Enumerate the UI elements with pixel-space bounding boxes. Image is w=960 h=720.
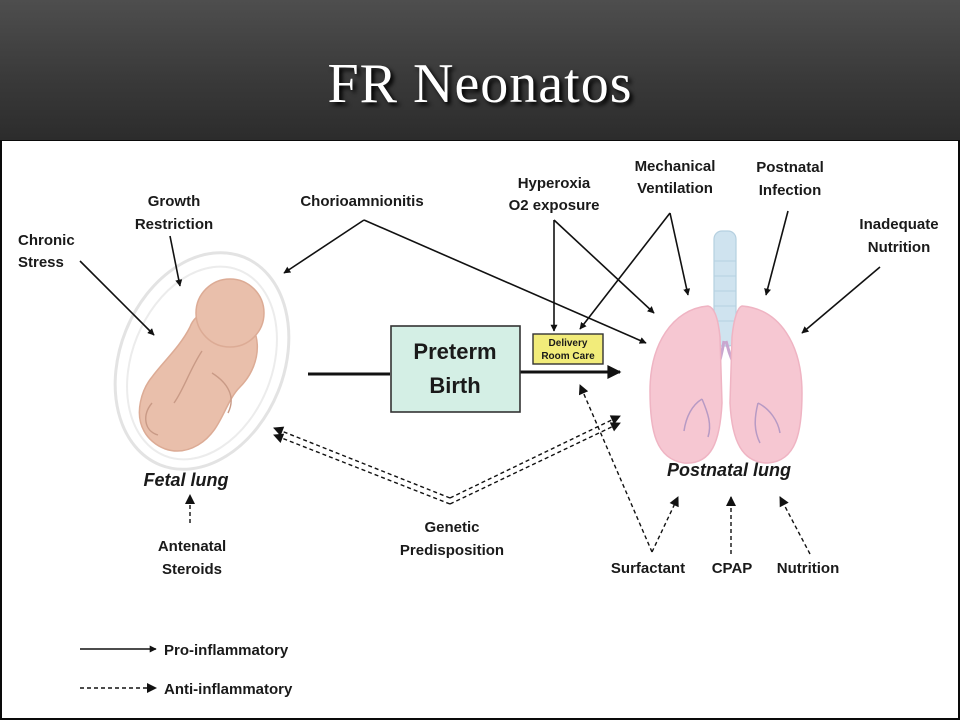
chorioamnionitis-label: Chorioamnionitis xyxy=(300,193,423,210)
chronic-stress-label-1: Chronic xyxy=(18,232,75,249)
antenatal-steroids-label-2: Steroids xyxy=(162,561,222,578)
inadequate-nutrition-label-1: Inadequate xyxy=(859,216,938,233)
postnatal-lung-label: Postnatal lung xyxy=(667,460,791,480)
preterm-birth-line-2: Birth xyxy=(429,373,480,398)
postnatal-infection-label-2: Infection xyxy=(759,182,822,199)
legend-anti-inflammatory: Anti-inflammatory xyxy=(164,681,293,698)
mechanical-ventilation-label-2: Ventilation xyxy=(637,180,713,197)
genetic-predisposition-label-1: Genetic xyxy=(424,519,479,536)
anti-inflammatory-arrows xyxy=(185,384,811,555)
diagram-panel: Preterm Birth Delivery Room Care Chronic… xyxy=(2,141,958,718)
growth-restriction-label-1: Growth xyxy=(148,193,201,210)
legend: Pro-inflammatory Anti-inflammatory xyxy=(80,642,293,698)
delivery-room-care-line-1: Delivery xyxy=(549,338,588,349)
preterm-birth-box: Preterm Birth xyxy=(390,325,521,413)
legend-pro-inflammatory: Pro-inflammatory xyxy=(164,642,289,659)
pro-inflammatory-arrows xyxy=(79,210,881,379)
mechanical-ventilation-label-1: Mechanical xyxy=(635,158,716,175)
growth-restriction-label-2: Restriction xyxy=(135,216,213,233)
slide-title: FR Neonatos xyxy=(327,53,633,115)
inadequate-nutrition-label-2: Nutrition xyxy=(868,239,930,256)
nutrition-label: Nutrition xyxy=(777,560,839,577)
fetus-illustration xyxy=(113,251,291,471)
hyperoxia-label-1: Hyperoxia xyxy=(518,175,591,192)
surfactant-label: Surfactant xyxy=(611,560,685,577)
antenatal-steroids-label-1: Antenatal xyxy=(158,538,226,555)
delivery-room-care-box: Delivery Room Care xyxy=(532,333,604,365)
genetic-predisposition-label-2: Predisposition xyxy=(400,542,504,559)
postnatal-infection-label-1: Postnatal xyxy=(756,159,824,176)
diagram-canvas: Preterm Birth Delivery Room Care Chronic… xyxy=(18,158,939,698)
lungs-illustration xyxy=(649,230,803,464)
preterm-birth-line-1: Preterm xyxy=(413,339,496,364)
delivery-room-care-line-2: Room Care xyxy=(541,351,595,362)
hyperoxia-label-2: O2 exposure xyxy=(509,197,600,214)
cpap-label: CPAP xyxy=(712,560,753,577)
fetal-lung-label: Fetal lung xyxy=(144,470,229,490)
chronic-stress-label-2: Stress xyxy=(18,254,64,271)
slide-header: FR Neonatos xyxy=(0,0,960,140)
